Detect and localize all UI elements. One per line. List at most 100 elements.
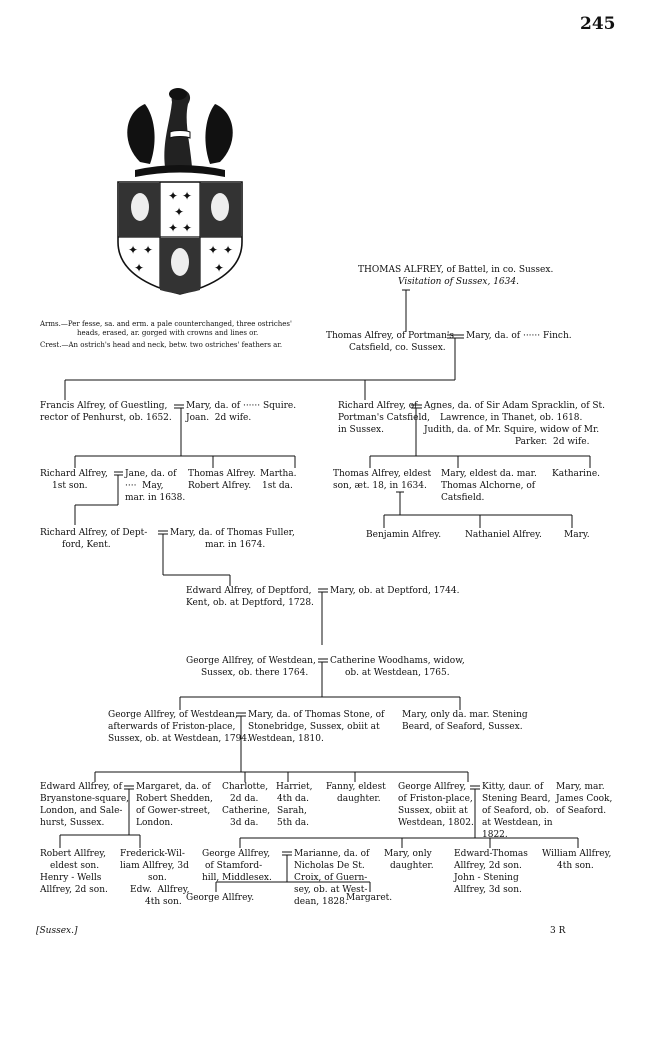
gen8-kitty-5: 1822. (482, 830, 508, 841)
gen9-marianne-3: Croix, of Guern- (294, 873, 367, 884)
gen3-mary-b: Mary, eldest da. mar. (441, 469, 537, 480)
gen2-richard: Richard Alfrey, of (338, 401, 417, 412)
gen5-edward-2: Kent, ob. at Deptford, 1728. (186, 598, 314, 609)
gen4-benjamin: Benjamin Alfrey. (366, 530, 441, 541)
gen9-john-2: Allfrey, 3d son. (454, 885, 522, 896)
gen3-martha-2: 1st da. (262, 481, 293, 492)
gen9-mary-2: daughter. (390, 861, 434, 872)
gen2-richard-3: in Sussex. (338, 425, 384, 436)
gen8-harriet: Harriet, (276, 782, 313, 793)
gen10-margaret: Margaret. (346, 893, 392, 904)
gen9-robert-2: eldest son. (50, 861, 99, 872)
gen8-mary-c: Mary, mar. (556, 782, 605, 793)
gen5-edward: Edward Alfrey, of Deptford, (186, 586, 311, 597)
gen9-edw-2: 4th son. (145, 897, 182, 908)
gen8-catherine-2: 3d da. (230, 818, 258, 829)
gen3-mary-b-3: Catsfield. (441, 493, 484, 504)
gen1-thomas: Thomas Alfrey, of Portman's (326, 331, 454, 342)
gen9-frederick-2: liam Allfrey, 3d (120, 861, 189, 872)
gen9-william: William Allfrey, (542, 849, 611, 860)
gen4-richard: Richard Alfrey, of Dept- (40, 528, 147, 539)
gen3-richard-2: 1st son. (52, 481, 88, 492)
gen9-edward-thomas: Edward-Thomas (454, 849, 528, 860)
gen7-george-2: afterwards of Friston-place, (108, 722, 235, 733)
gen8-edward-4: hurst, Sussex. (40, 818, 104, 829)
gen9-marianne: Marianne, da. of (294, 849, 369, 860)
gen3-thomas: Thomas Alfrey. (188, 469, 256, 480)
gen1-thomas-2: Catsfield, co. Sussex. (349, 343, 446, 354)
gen2-richard-2: Portman's Catsfield, (338, 413, 430, 424)
gen9-edw: Edw. Allfrey, (130, 885, 190, 896)
gen2-agnes-3: Judith, da. of Mr. Squire, widow of Mr. (424, 425, 599, 436)
gen8-fanny-2: daughter. (337, 794, 381, 805)
gen3-robert: Robert Alfrey. (188, 481, 251, 492)
gen9-george-3: hill, Middlesex. (202, 873, 272, 884)
gen8-kitty-2: Stening Beard, (482, 794, 550, 805)
gen4-nathaniel: Nathaniel Alfrey. (465, 530, 542, 541)
gen4-mary-c: Mary. (564, 530, 590, 541)
header-line-2: Visitation of Sussex, 1634. (398, 277, 519, 288)
gen4-richard-2: ford, Kent. (62, 540, 111, 551)
arms-line-1: Arms.—Per fesse, sa. and erm. a pale cou… (40, 320, 292, 329)
gen2-mary: Mary, da. of ······ Squire. (186, 401, 296, 412)
gen8-george-2: of Friston-place, (398, 794, 473, 805)
gen8-margaret-3: of Gower-street, (136, 806, 210, 817)
gen3-jane: Jane, da. of (125, 469, 176, 480)
gen9-henry: Henry - Wells (40, 873, 101, 884)
gen2-mary-2: Joan. 2d wife. (186, 413, 251, 424)
gen8-margaret-4: London. (136, 818, 173, 829)
arms-line-2: heads, erased, ar. gorged with crowns an… (77, 329, 258, 338)
gen3-thomas-b-2: son, æt. 18, in 1634. (333, 481, 427, 492)
gen6-george-2: Sussex, ob. there 1764. (201, 668, 308, 679)
gen8-sarah: Sarah, (277, 806, 307, 817)
gen8-charlotte: Charlotte, (222, 782, 268, 793)
gen3-mary-b-2: Thomas Alchorne, of (441, 481, 535, 492)
gen8-margaret-2: Robert Shedden, (136, 794, 213, 805)
gen9-john: John - Stening (454, 873, 519, 884)
gen4-mary-2: mar. in 1674. (205, 540, 265, 551)
gen8-george: George Allfrey, (398, 782, 466, 793)
gen6-george: George Allfrey, of Westdean, (186, 656, 316, 667)
gen8-mary-c-2: James Cook, (556, 794, 612, 805)
gen8-sarah-2: 5th da. (277, 818, 309, 829)
gen3-richard: Richard Alfrey, (40, 469, 108, 480)
gen4-mary: Mary, da. of Thomas Fuller, (170, 528, 295, 539)
gen8-margaret: Margaret, da. of (136, 782, 211, 793)
gen8-mary-c-3: of Seaford. (556, 806, 606, 817)
gen7-mary: Mary, da. of Thomas Stone, of (248, 710, 384, 721)
gen8-edward-3: London, and Sale- (40, 806, 122, 817)
gen9-frederick: Frederick-Wil- (120, 849, 185, 860)
gen3-thomas-b: Thomas Alfrey, eldest (333, 469, 431, 480)
gen8-edward: Edward Allfrey, of (40, 782, 122, 793)
gen9-george-2: of Stamford- (205, 861, 262, 872)
gen8-kitty: Kitty, daur. of (482, 782, 543, 793)
gen8-kitty-4: at Westdean, in (482, 818, 553, 829)
gen9-george: George Allfrey, (202, 849, 270, 860)
gen8-fanny: Fanny, eldest (326, 782, 386, 793)
gen3-katharine: Katharine. (552, 469, 600, 480)
gen9-william-2: 4th son. (557, 861, 594, 872)
gen3-jane-2: ···· May, (125, 481, 164, 492)
gen3-jane-3: mar. in 1638. (125, 493, 185, 504)
gen1-mary: Mary, da. of ······ Finch. (466, 331, 572, 342)
gen2-francis: Francis Alfrey, of Guestling, (40, 401, 167, 412)
gen7-george: George Allfrey, of Westdean, (108, 710, 238, 721)
gen9-henry-2: Allfrey, 2d son. (40, 885, 108, 896)
gen8-harriet-2: 4th da. (277, 794, 309, 805)
gen8-edward-2: Bryanstone-square, (40, 794, 129, 805)
gen2-agnes-2: Lawrence, in Thanet, ob. 1618. (440, 413, 582, 424)
gen7-george-3: Sussex, ob. at Westdean, 1794. (108, 734, 250, 745)
gen7-mary-b: Mary, only da. mar. Stening (402, 710, 528, 721)
footer-sheet-mark: 3 R (550, 926, 565, 937)
gen2-francis-2: rector of Penhurst, ob. 1652. (40, 413, 172, 424)
gen7-mary-3: Westdean, 1810. (248, 734, 324, 745)
gen6-catherine-2: ob. at Westdean, 1765. (345, 668, 450, 679)
gen10-george: George Allfrey. (186, 893, 254, 904)
gen2-agnes-4: Parker. 2d wife. (515, 437, 589, 448)
gen8-catherine: Catherine, (222, 806, 270, 817)
gen8-charlotte-2: 2d da. (230, 794, 258, 805)
gen3-martha: Martha. (260, 469, 297, 480)
crest-line: Crest.—An ostrich's head and neck, betw.… (40, 341, 282, 350)
